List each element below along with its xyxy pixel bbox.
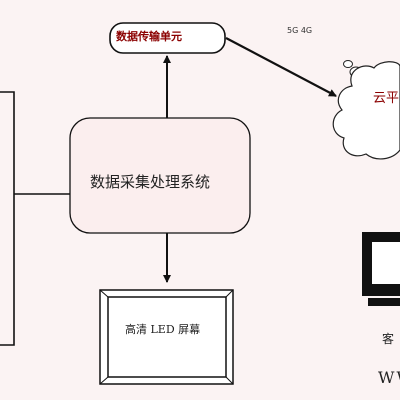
processing-system-box [69, 117, 251, 234]
client-url-label: WW [378, 368, 400, 387]
processing-system-label: 数据采集处理系统 [90, 173, 211, 191]
cloud-label: 云平 [373, 91, 400, 106]
cloud-shape [332, 61, 400, 160]
transmission-unit-box [109, 22, 226, 54]
led-screen-label: 高清 LED 屏幕 [125, 323, 201, 336]
left-device-box [0, 91, 15, 346]
network-label: 5G 4G [287, 26, 313, 35]
led-screen-box [99, 289, 234, 385]
client-label: 客 [382, 332, 395, 346]
monitor-icon [362, 232, 400, 306]
transmission-unit-label: 数据传输单元 [116, 30, 182, 43]
edge-transmission-to-cloud [225, 37, 337, 97]
